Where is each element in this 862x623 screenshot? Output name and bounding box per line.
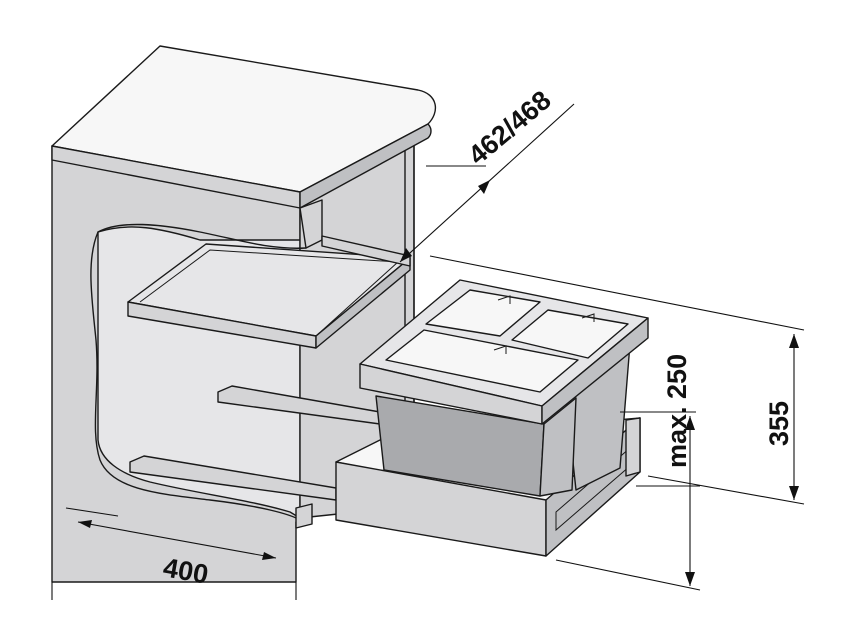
upper-shelf [127,235,411,349]
depth-label: 462/468 [463,85,557,171]
width-label: 400 [161,552,211,589]
section-cut-line [90,223,307,521]
front-bin-side [539,397,577,497]
dimension-height: 355 [429,255,805,505]
max-height-label: max. 250 [662,354,692,468]
bin-opening-rear-right [511,309,629,359]
runner-bracket [295,503,313,529]
worktop-edge [299,123,432,209]
height-label: 355 [764,401,794,446]
upper-runner [321,235,411,267]
waste-bins [359,279,649,497]
shelf-side [315,257,411,349]
bin-opening-front [385,329,579,393]
bin-opening-rear-left [425,289,541,337]
frame-rear-post [625,417,641,477]
dimension-max-height: max. 250 [555,354,701,591]
bin-rim-side [541,317,649,425]
